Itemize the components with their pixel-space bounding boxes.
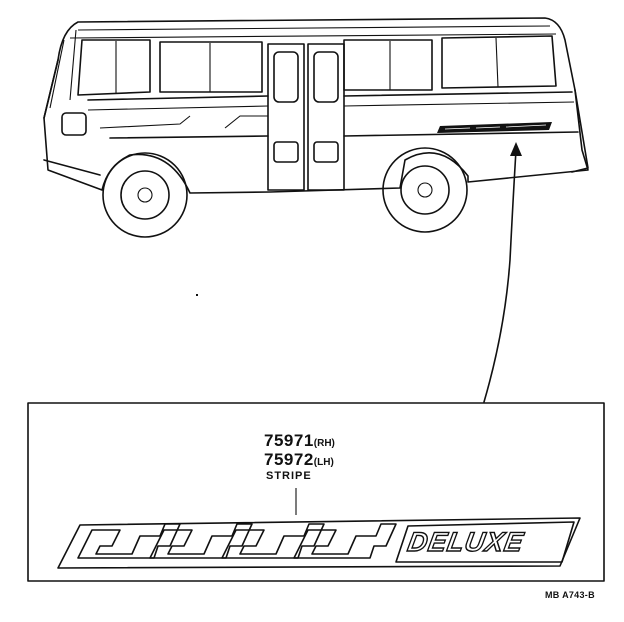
part-number-rh: 75971	[264, 431, 314, 450]
part-name: STRIPE	[266, 470, 312, 482]
leader-arrow	[483, 142, 522, 403]
part-label-lh: 75972(LH)	[264, 450, 334, 470]
side-lh: (LH)	[313, 457, 334, 468]
decal-word: DELUXE	[405, 526, 527, 557]
figure-reference: MB A743-B	[545, 590, 595, 600]
side-rh: (RH)	[313, 438, 335, 449]
detail-panel	[27, 402, 605, 582]
bus-illustration	[43, 17, 589, 238]
stripe-decal	[57, 517, 581, 569]
part-number-lh: 75972	[264, 450, 314, 469]
part-label-rh: 75971(RH)	[264, 431, 335, 451]
